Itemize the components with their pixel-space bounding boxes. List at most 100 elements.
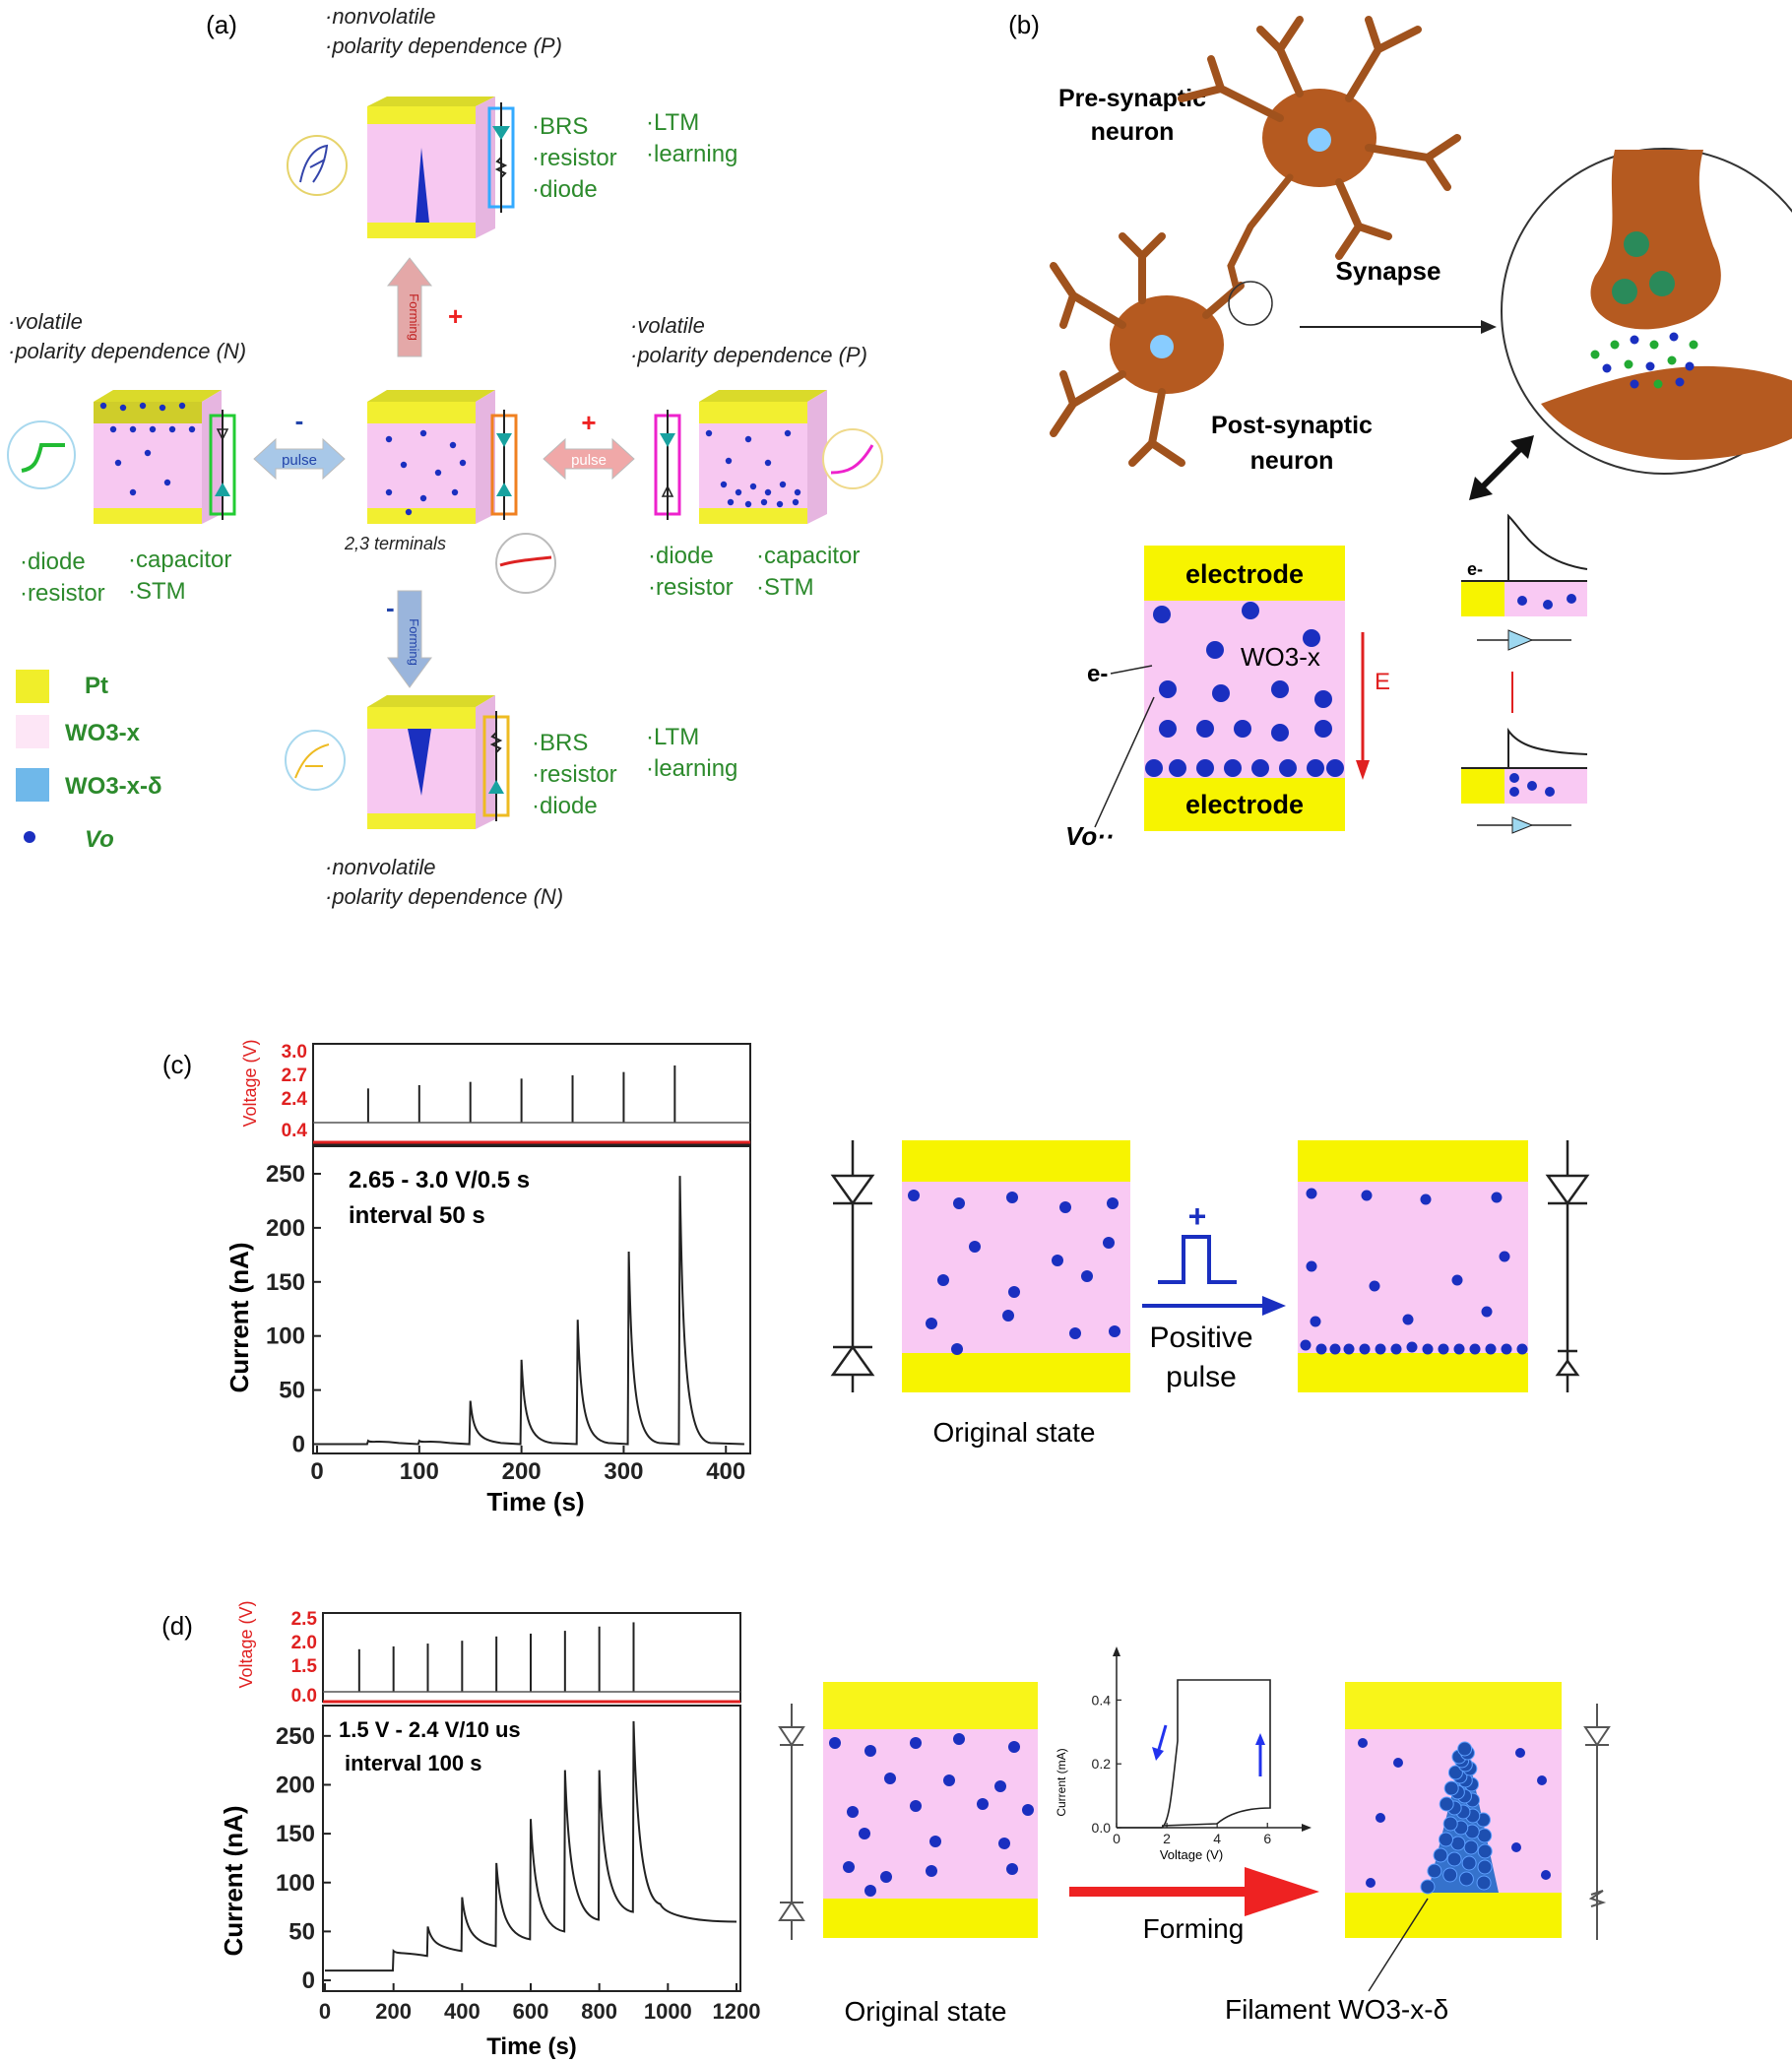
c-ytick-label: 0 [292,1432,305,1458]
d-ytick-label: 100 [276,1870,315,1897]
vacancy-dot [119,404,127,412]
center-cube-electrode-bottom [367,508,476,524]
c-xtick-label: 300 [604,1458,643,1485]
band-dot [1517,596,1527,606]
c-ytick-label: 150 [266,1269,305,1296]
band-electrode-2 [1461,768,1504,804]
left-diode-small-icon [216,428,229,441]
vacancy-label: Vo·· [1065,821,1115,851]
vacancy-dot [1481,1306,1493,1318]
vacancy-dot [1369,1280,1380,1292]
synapse-zoom-circle [1501,148,1792,475]
filament-bead [1477,1828,1493,1843]
neurotransmitter-dot [1685,361,1695,371]
bottom-cube-top [367,695,495,707]
left-func-2a: ·capacitor [128,547,231,573]
vacancy-dot [847,1806,859,1818]
vacancy-dot [910,1737,922,1749]
vacancy-dot [1234,720,1251,738]
d-inset-ytick-label: 0.2 [1092,1756,1112,1772]
d-forming-label: Forming [1143,1913,1245,1944]
top-resistor-icon [494,157,508,178]
left-device [7,390,236,524]
c-pulsed-device [1298,1140,1528,1392]
vacancy-dot [1196,720,1214,738]
left-props-2: ·polarity dependence (N) [8,339,246,363]
band-barrier-2 [1507,727,1588,768]
field-arrow-head-icon [1356,760,1370,780]
vacancy-dot [1359,1343,1371,1355]
d-voltage-tick-label: 2.0 [291,1633,317,1653]
vacancy-dot [725,457,733,465]
right-cube-electrode-top [699,402,807,423]
d-inset-ytick-label: 0.0 [1092,1820,1112,1836]
vacancy-dot [859,1828,870,1839]
vacancy-dot [449,441,457,449]
legend-pt: Pt [85,673,108,699]
top-props-2: ·polarity dependence (P) [325,33,562,58]
c-annotation-1: 2.65 - 3.0 V/0.5 s [349,1167,530,1193]
bottom-func-3: ·diode [532,793,598,819]
neurotransmitters [1590,332,1698,389]
vacancy-dot [1145,759,1163,777]
vacancy-dot [400,461,408,469]
c-voltage-pulses [313,1065,750,1124]
d-inset-arrow-down [1156,1724,1168,1754]
vacancy-dot [735,488,742,496]
left-iv-icon [7,420,76,489]
vacancy-dot [1306,1188,1317,1199]
d-ytick-label: 200 [276,1772,315,1798]
vacancy-dot [1499,1251,1510,1262]
panel-b: (b) Pre-synaptic neuron Synapse [1008,10,1792,851]
d-ytick-label: 250 [276,1723,315,1750]
pre-nucleus [1308,128,1331,152]
vacancy-dot [1314,720,1332,738]
vacancy-dot [744,500,752,508]
vacancy-dot [1541,1870,1551,1880]
forming-arrow-down: Forming - [386,590,432,688]
band-dot [1545,787,1555,797]
vacancy-dot [1069,1327,1081,1339]
right-pulse-sign: + [581,408,596,437]
d-inset-iv-loop [1117,1679,1271,1829]
vacancy-dot [1008,1286,1020,1298]
bottom-props-1: ·nonvolatile [325,855,436,879]
oxygen-vacancies [1145,602,1344,777]
synapse-arrow-head-icon [1481,320,1497,334]
vacancy-dot [1420,1193,1432,1205]
post-synaptic-neuron [1050,232,1245,467]
d-xtick-label: 0 [319,1999,331,2024]
right-props-2: ·polarity dependence (P) [630,343,867,367]
vacancy-dot [1103,1237,1115,1249]
d-inset-arrow-up-icon [1255,1733,1265,1745]
vacancy-dot [1501,1343,1512,1355]
vacancy-dot [1159,680,1177,698]
vacancy-dot [705,429,713,437]
d-original-device [823,1682,1038,1938]
filament-bead [1461,1855,1477,1871]
d-inset-ytick-label: 0.4 [1092,1692,1112,1708]
d-inset-xtick-label: 0 [1113,1831,1120,1846]
left-func-1a: ·diode [20,548,86,575]
c-annotation-2: interval 50 s [349,1202,485,1229]
neurotransmitter-dot [1653,379,1663,389]
d-filament-device [1345,1682,1562,1938]
top-iv-curve [299,144,329,183]
d-filament-circuit [1583,1704,1611,1940]
vacancy-dot [1491,1192,1503,1203]
vacancy-dot [419,429,427,437]
right-cube-top [699,390,827,402]
d-ytick-label: 0 [302,1967,315,1994]
c-voltage-ticks: 3.02.72.40.4 [282,1042,308,1141]
center-vacancies [385,429,467,516]
vacancy-dot [1022,1804,1034,1816]
synapse-zoom-marker [1228,281,1273,326]
right-func-2a: ·capacitor [756,543,860,569]
left-func-2b: ·STM [128,578,186,605]
top-iv-icon [287,135,348,196]
c-positive-pulse: + [1142,1198,1286,1316]
panel-d: (d) Voltage (V) 2.52.01.50.0 Current (nA… [161,1600,1611,2060]
vacancy-dot [1451,1274,1463,1286]
panel-a: (a) ·nonvolatile ·polarity dependence (P… [7,4,883,909]
